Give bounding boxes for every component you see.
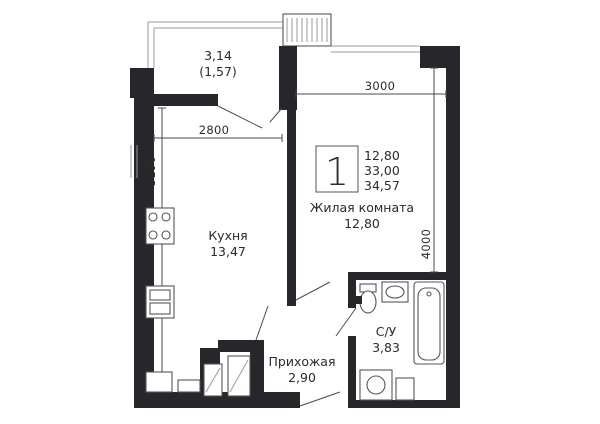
balcony-area: 3,14: [204, 48, 232, 63]
kitchen-name: Кухня: [208, 228, 247, 243]
hallway-area: 2,90: [288, 370, 316, 385]
living-width-label: 3000: [365, 79, 395, 93]
doors: [217, 105, 357, 407]
dimension-lines: [153, 67, 447, 393]
windows: [130, 145, 138, 178]
balcony: [147, 13, 420, 68]
stove-icon: [145, 207, 175, 245]
living-length-label: 4000: [419, 229, 433, 259]
toilet-icon: [359, 290, 377, 314]
hallway-name: Прихожая: [269, 354, 336, 369]
kitchen-width-label: 2800: [199, 123, 229, 137]
rooms-count: 1: [325, 150, 349, 194]
total-area: 34,57: [364, 178, 400, 193]
living-room-name: Жилая комната: [310, 200, 414, 215]
wardrobes: [203, 355, 251, 397]
balcony-area-reduced: (1,57): [199, 64, 237, 79]
kitchen-area: 13,47: [210, 244, 246, 259]
kitchen-length-label: 5190: [144, 156, 158, 186]
apartment-summary: 1 12,80 33,00 34,57: [315, 145, 400, 194]
cabinet-icon: [145, 371, 173, 393]
living-area-total: 12,80: [364, 148, 400, 163]
bathroom-area: 3,83: [372, 340, 400, 355]
kitchen-fixtures: [145, 207, 201, 393]
room-labels: 3,14 (1,57) Кухня 13,47 Жилая комната 12…: [199, 48, 414, 385]
dimension-labels: 2800 5190 3000 4000: [144, 79, 433, 259]
bathroom-fixtures: [356, 281, 445, 401]
bathroom-name: С/У: [376, 324, 397, 339]
living-room-area: 12,80: [344, 216, 380, 231]
walls: [130, 46, 460, 408]
apartment-area: 33,00: [364, 163, 400, 178]
